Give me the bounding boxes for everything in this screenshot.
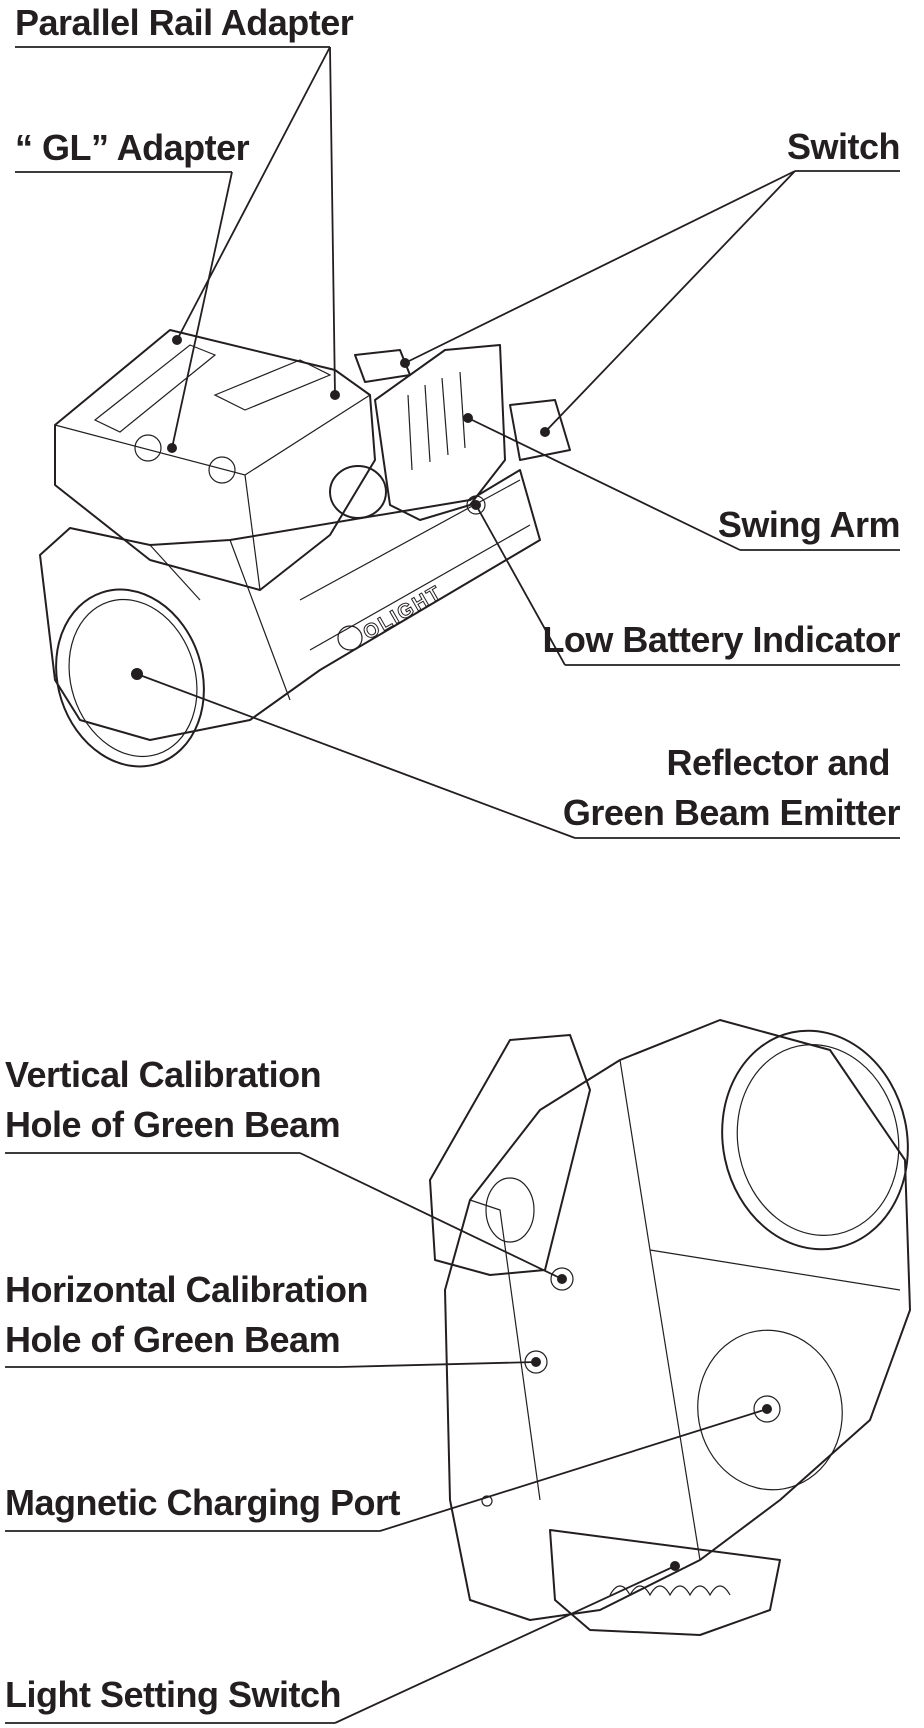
swing-arm-rib-2 — [424, 384, 431, 463]
callout-dot-magnetic — [762, 1404, 772, 1414]
rail-slot-left — [93, 344, 217, 433]
swing-arm-rib-4 — [459, 371, 466, 449]
callout-dot-parallel-rail-right — [330, 390, 340, 400]
callout-dot-switch-right — [540, 427, 550, 437]
leader-light-setting — [334, 1565, 676, 1724]
rear-lens-inner-ring — [736, 1044, 900, 1236]
leader-swing-arm — [467, 417, 741, 551]
callout-dot-reflector — [131, 668, 143, 680]
label-vertical-line2: Hole of Green Beam — [5, 1104, 341, 1145]
bottom-swing-arm-knob — [485, 1177, 535, 1243]
rear-lens-bezel — [721, 1029, 909, 1251]
top-light-illustration — [39, 329, 571, 768]
label-horizontal-line1: Horizontal Calibration — [5, 1269, 369, 1310]
callout-dot-gl-adapter — [167, 443, 177, 453]
low-battery-indicator-light — [466, 495, 486, 515]
bottom-body-edge-2 — [469, 1199, 541, 1501]
front-lens-inner-ring — [68, 598, 198, 758]
label-switch: Switch — [786, 126, 901, 167]
front-lens-bezel — [55, 588, 205, 768]
bottom-body-edge-1 — [619, 1059, 701, 1561]
top-body-edge-2 — [299, 479, 521, 601]
callout-dot-swing-arm — [463, 413, 473, 423]
swing-arm-knob — [329, 465, 387, 519]
top-leader-lines — [15, 46, 900, 839]
callout-dot-switch-top — [400, 358, 410, 368]
leader-vertical — [299, 1152, 563, 1280]
callout-dot-low-battery — [471, 500, 481, 510]
leader-parallel-rail-to-right — [329, 46, 336, 396]
swing-arm-rib-1 — [407, 394, 413, 471]
vertical-calibration-hole-icon — [550, 1267, 574, 1291]
top-body-edge-3 — [309, 524, 531, 651]
switch-swing-arm-housing — [374, 344, 506, 521]
bottom-leader-lines — [5, 1152, 772, 1724]
label-light-setting-switch: Light Setting Switch — [5, 1674, 341, 1715]
leader-reflector — [136, 673, 576, 839]
leader-switch-to-top — [404, 170, 796, 364]
light-setting-switch-teeth — [609, 1585, 731, 1597]
label-reflector-line1: Reflector and — [666, 742, 890, 783]
leader-switch-to-right — [544, 170, 796, 433]
olight-logo-icon — [337, 625, 363, 651]
rail-mount-edge — [54, 394, 371, 476]
label-parallel-rail-adapter: Parallel Rail Adapter — [15, 2, 354, 43]
light-setting-switch-body — [549, 1529, 781, 1636]
label-swing-arm: Swing Arm — [717, 504, 901, 545]
label-reflector-line2: Green Beam Emitter — [562, 792, 901, 833]
callout-dot-vertical — [557, 1274, 567, 1284]
leader-magnetic — [379, 1408, 768, 1532]
bottom-light-illustration — [429, 1019, 911, 1636]
top-body-edge — [229, 539, 291, 701]
mount-screw-right-icon — [208, 456, 236, 484]
rail-mount-block — [54, 329, 376, 591]
label-horizontal-line2: Hole of Green Beam — [5, 1319, 341, 1360]
callout-dot-parallel-rail-left — [172, 335, 182, 345]
rail-slot-right — [213, 359, 332, 411]
small-port-screw-icon — [481, 1495, 493, 1507]
leader-parallel-rail-to-left — [176, 46, 331, 341]
rail-mount-edge-2 — [244, 474, 261, 591]
magnetic-charging-port-icon — [753, 1395, 781, 1423]
magnetic-charging-pad — [697, 1329, 843, 1491]
callout-dot-light-setting — [670, 1561, 680, 1571]
mount-screw-left-icon — [134, 434, 162, 462]
label-gl-adapter: “ GL” Adapter — [15, 127, 250, 168]
top-body-edge-4 — [149, 544, 201, 601]
bottom-swing-arm-plate — [429, 1034, 591, 1276]
leader-gl-to-screw — [171, 171, 233, 449]
bottom-body-edge-3 — [649, 1249, 901, 1291]
label-vertical-line1: Vertical Calibration — [5, 1054, 322, 1095]
callout-dot-horizontal — [531, 1357, 541, 1367]
label-magnetic-charging-port: Magnetic Charging Port — [5, 1482, 401, 1523]
leader-horizontal — [339, 1361, 537, 1368]
label-low-battery-indicator: Low Battery Indicator — [542, 619, 900, 660]
bottom-body-outline — [444, 1019, 911, 1621]
rear-switch-paddle-top — [354, 349, 411, 383]
swing-arm-rib-3 — [441, 377, 449, 456]
leader-low-battery — [475, 504, 566, 666]
olight-brand-mark: OLIGHT — [360, 582, 447, 645]
rear-switch-paddle-right — [509, 399, 571, 461]
